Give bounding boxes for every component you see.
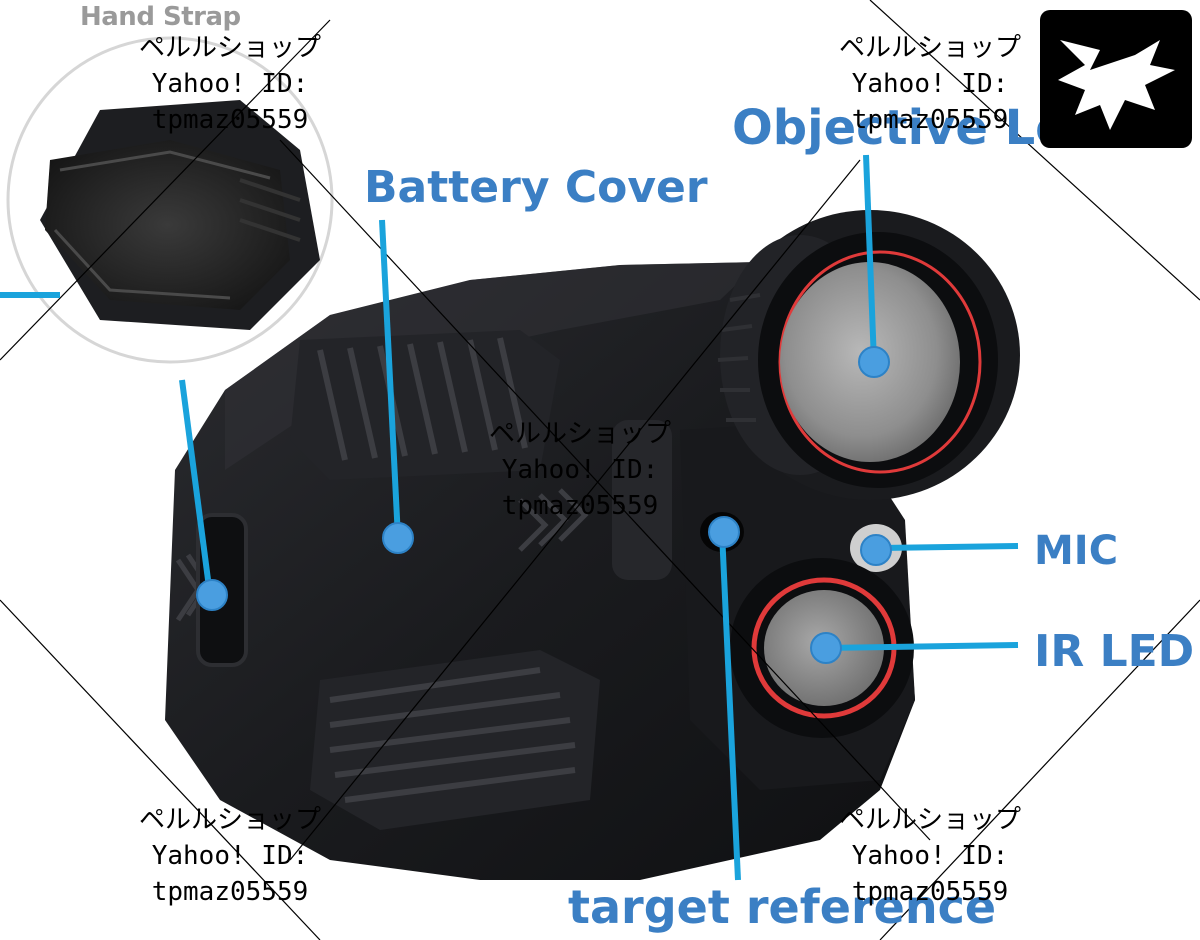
watermark-yahoo-id: Yahoo! ID: <box>151 69 309 99</box>
watermark-bottom-right: ペルルショップ Yahoo! ID: tpmaz05559 <box>780 802 1080 910</box>
ir-led-label: IR LED <box>1034 626 1195 677</box>
target-reference-label: target reference <box>568 880 997 934</box>
leader-dots <box>196 346 892 664</box>
watermark-top-right: ペルルショップ Yahoo! ID: tpmaz05559 <box>780 30 1080 138</box>
watermark-center: ペルルショップ Yahoo! ID: tpmaz05559 <box>430 416 730 524</box>
hand-strap-inset <box>6 36 334 364</box>
watermark-yahoo-id: Yahoo! ID: <box>851 841 1009 871</box>
watermark-shop: ペルルショップ <box>838 33 1021 63</box>
watermark-shop: ペルルショップ <box>838 805 1021 835</box>
watermark-yahoo-id: Yahoo! ID: <box>851 69 1009 99</box>
watermark-top-left: ペルルショップ Yahoo! ID: tpmaz05559 <box>80 30 380 138</box>
watermark-user: tpmaz05559 <box>851 105 1009 135</box>
watermark-user: tpmaz05559 <box>501 491 659 521</box>
leader-lines <box>0 154 1019 881</box>
watermark-yahoo-id: Yahoo! ID: <box>151 841 309 871</box>
watermark-shop: ペルルショップ <box>488 419 671 449</box>
watermark-user: tpmaz05559 <box>151 105 309 135</box>
hand-strap-label: Hand Strap <box>80 2 241 32</box>
watermark-bottom-left: ペルルショップ Yahoo! ID: tpmaz05559 <box>80 802 380 910</box>
watermark-shop: ペルルショップ <box>138 805 321 835</box>
watermark-yahoo-id: Yahoo! ID: <box>501 455 659 485</box>
mic-label: MIC <box>1034 528 1119 574</box>
shop-logo-icon <box>1040 10 1192 148</box>
watermark-user: tpmaz05559 <box>851 877 1009 907</box>
watermark-shop: ペルルショップ <box>138 33 321 63</box>
watermark-user: tpmaz05559 <box>151 877 309 907</box>
battery-cover-label: Battery Cover <box>364 162 708 213</box>
